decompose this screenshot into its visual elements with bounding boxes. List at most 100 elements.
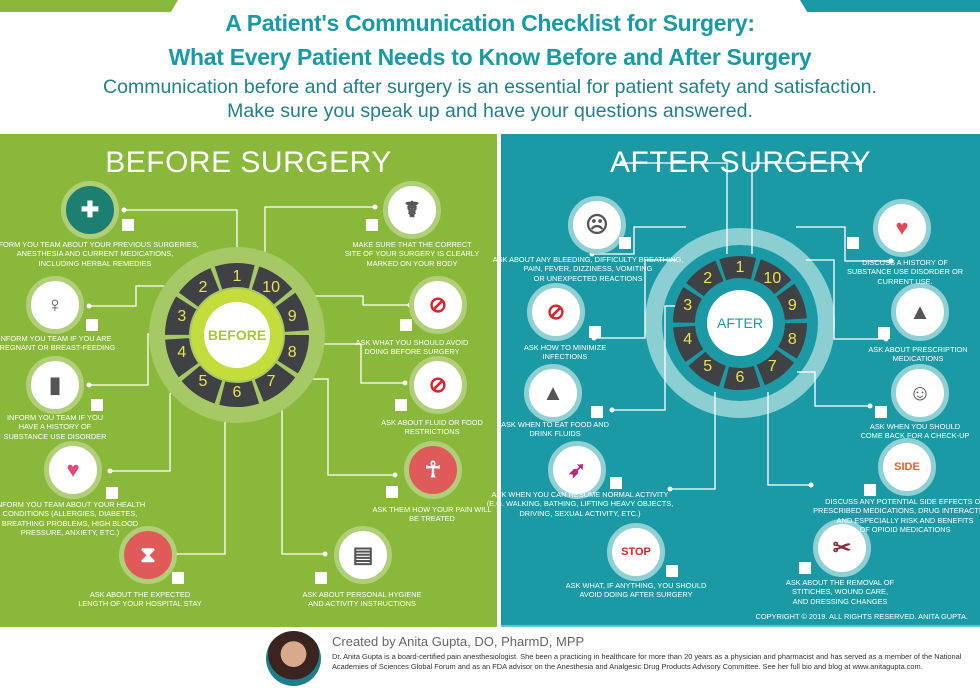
checklist-checkbox[interactable] [666, 565, 678, 577]
checklist-item-text: Inform you team about your health condit… [0, 500, 146, 538]
side-effects-icon: SIDE [878, 438, 936, 496]
checklist-checkbox[interactable] [864, 484, 876, 496]
no-eating-utensils-icon: ⊘ [409, 276, 467, 334]
checklist-item-text: Ask what you should avoid doing before s… [355, 338, 469, 357]
author-credit: Created by Anita Gupta, DO, PharmD, MPP [332, 634, 585, 649]
wheel-step-number: 3 [177, 308, 187, 326]
checklist-checkbox[interactable] [610, 477, 622, 489]
checklist-item-text: Ask how to minimize infections [523, 343, 607, 362]
body-pain-icon: ☥ [404, 441, 462, 499]
checklist-item-text: Ask about the expected length of your ho… [78, 590, 202, 609]
wheel-step-number: 4 [177, 343, 187, 361]
wheel-step-number: 3 [683, 297, 693, 314]
wheel-step-number: 2 [198, 279, 208, 297]
wheel-step-number: 7 [767, 358, 777, 376]
checklist-checkbox[interactable] [799, 562, 811, 574]
instructions-book-icon-glyph: ▤ [352, 542, 374, 567]
stop-sign-icon: STOP [607, 523, 665, 581]
doctor-icon-glyph: ☺ [908, 380, 932, 405]
first-aid-kit-icon: ✚ [61, 181, 119, 239]
checklist-checkbox[interactable] [366, 219, 378, 231]
checklist-checkbox[interactable] [122, 219, 134, 231]
pregnant-woman-icon: ♀ [26, 276, 84, 334]
checklist-checkbox[interactable] [619, 237, 631, 249]
author-bio: Dr. Anita Gupta is a board-certified pai… [332, 652, 962, 671]
checklist-item-text: Inform you team if you are pregnant or b… [0, 334, 116, 353]
wheel-step-number: 9 [787, 297, 797, 314]
checklist-checkbox[interactable] [172, 572, 184, 584]
wheel-step-number: 4 [683, 330, 693, 348]
checklist-item-text: Ask about the removal of stitiches, woun… [785, 578, 895, 606]
pill-bottle-icon-glyph: ▮ [48, 372, 62, 397]
checklist-checkbox[interactable] [589, 326, 601, 338]
checklist-checkbox[interactable] [591, 406, 603, 418]
checklist-checkbox[interactable] [86, 319, 98, 331]
wheel-step-number: 1 [232, 268, 242, 285]
checklist-item-text: Ask about prescription medications [868, 345, 968, 364]
checklist-item-text: Ask when you should come back for a chec… [860, 422, 970, 441]
pregnant-woman-icon-glyph: ♀ [46, 292, 64, 317]
wheel-step-number: 9 [287, 308, 297, 326]
checklist-checkbox[interactable] [875, 406, 887, 418]
wheel-step-number: 7 [266, 372, 276, 390]
checklist-checkbox[interactable] [106, 487, 118, 499]
prescription-food-icon-glyph: ▲ [909, 299, 931, 324]
runner-icon: ➶ [548, 441, 606, 499]
hourglass-icon: ⧗ [119, 526, 177, 584]
runner-icon-glyph: ➶ [567, 457, 587, 482]
side-effects-icon-glyph: SIDE [894, 461, 920, 473]
before-wheel-label: BEFORE [204, 302, 270, 368]
subtitle-line1: Communication before and after surgery i… [103, 76, 877, 98]
checklist-checkbox[interactable] [878, 327, 890, 339]
heart-hands-icon-glyph: ♥ [895, 215, 909, 240]
wheel-step-number: 5 [703, 358, 713, 376]
pill-bottle-icon: ▮ [26, 356, 84, 414]
health-conditions-heart-icon: ♥ [44, 441, 102, 499]
wheel-step-number: 10 [763, 269, 782, 287]
stop-sign-icon-glyph: STOP [621, 546, 651, 558]
checklist-item-text: Discuss any potential side effects of pr… [813, 497, 980, 535]
checklist-checkbox[interactable] [847, 237, 859, 249]
wheel-step-number: 6 [232, 384, 242, 401]
wheel-step-number: 8 [787, 330, 797, 348]
page-title-line1: A Patient's Communication Checklist for … [225, 10, 755, 36]
checklist-checkbox[interactable] [386, 486, 398, 498]
copyright-text: COPYRIGHT © 2019. ALL RIGHTS RESERVED. A… [755, 612, 968, 621]
no-food-icon-glyph: ⊘ [428, 372, 448, 397]
checklist-item-text: Ask about personal hygiene and activity … [302, 590, 422, 609]
author-avatar [266, 631, 321, 686]
worried-face-icon: ☹ [568, 196, 626, 254]
header-bar-green [0, 0, 178, 12]
subtitle-line2: Make sure you speak up and have your que… [227, 100, 753, 122]
checklist-item-text: Make sure that the correct site of your … [344, 240, 480, 268]
page-title-line2: What Every Patient Needs to Know Before … [168, 44, 812, 70]
wheel-step-number: 1 [735, 259, 745, 276]
prescription-food-icon: ▲ [891, 283, 949, 341]
no-germs-icon-glyph: ⊘ [546, 299, 566, 324]
instructions-book-icon: ▤ [334, 526, 392, 584]
no-germs-icon: ⊘ [527, 283, 585, 341]
hourglass-icon-glyph: ⧗ [140, 542, 156, 567]
heart-hands-icon: ♥ [873, 199, 931, 257]
header-bar-teal [800, 0, 980, 12]
no-eating-utensils-icon-glyph: ⊘ [428, 292, 448, 317]
footer-bar-teal [501, 625, 980, 627]
wheel-step-number: 6 [735, 369, 745, 386]
food-drink-icon: ▲ [524, 364, 582, 422]
checklist-item-text: Ask what, if anything, you should avoid … [565, 581, 707, 600]
health-conditions-heart-icon-glyph: ♥ [66, 457, 80, 482]
checklist-checkbox[interactable] [400, 319, 412, 331]
wheel-step-number: 2 [703, 269, 713, 287]
worried-face-icon-glyph: ☹ [585, 212, 609, 237]
checklist-item-text: Ask them how your pain will be treated [372, 505, 492, 524]
surgeon-icon: ☤ [383, 181, 441, 239]
checklist-item-text: Ask about any bleeding, difficulty breat… [492, 255, 684, 283]
first-aid-kit-icon-glyph: ✚ [80, 197, 100, 222]
checklist-checkbox[interactable] [315, 572, 327, 584]
checklist-checkbox[interactable] [91, 399, 103, 411]
checklist-checkbox[interactable] [395, 399, 407, 411]
footer-bar-green [0, 625, 497, 627]
body-pain-icon-glyph: ☥ [424, 457, 442, 482]
